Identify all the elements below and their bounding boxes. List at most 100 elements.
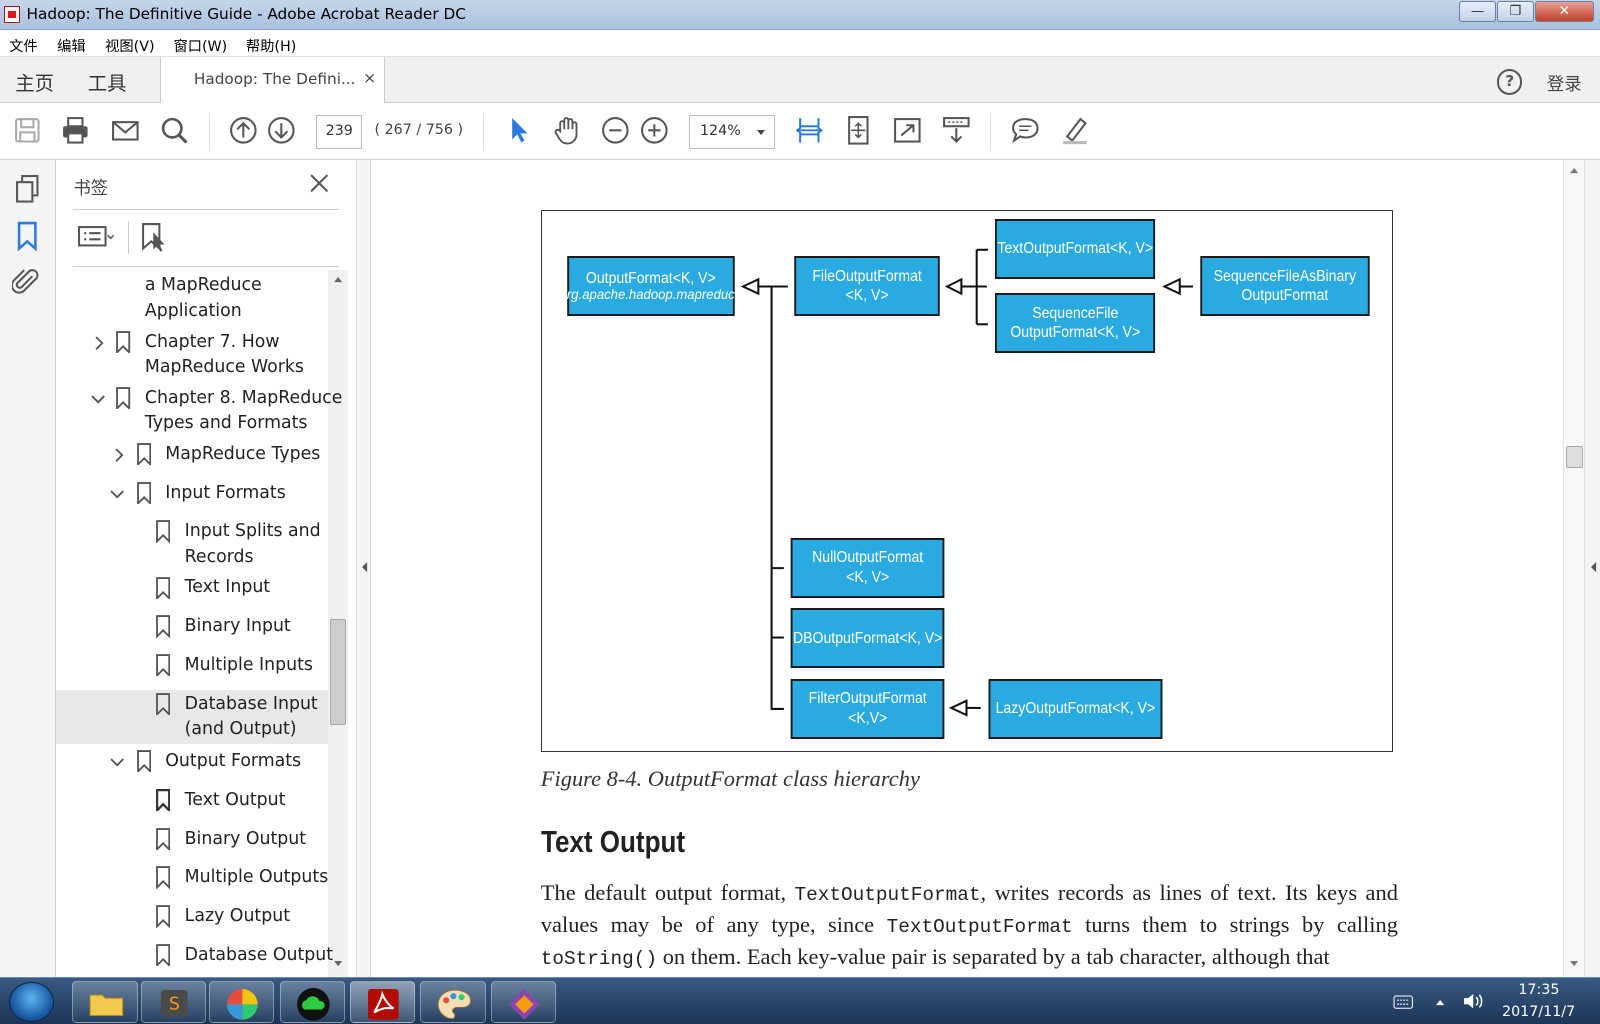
comment-icon[interactable]: [1009, 114, 1042, 147]
node-fileoutputformat: FileOutputFormat <K, V>: [794, 256, 940, 317]
highlight-pen-icon[interactable]: [1058, 114, 1091, 147]
taskbar-photos[interactable]: [209, 980, 275, 1024]
select-cursor-icon[interactable]: [502, 114, 535, 147]
taskbar-acrobat[interactable]: [349, 980, 416, 1024]
close-button[interactable]: ✕: [1534, 1, 1594, 23]
close-icon[interactable]: [308, 172, 330, 194]
start-button[interactable]: [9, 981, 55, 1023]
clock-time[interactable]: 17:35: [1518, 981, 1560, 998]
bookmark-item[interactable]: Input Formats: [56, 481, 327, 508]
bookmarks-panel: 书签 a MapReduce Application Chapter 7. Ho…: [56, 160, 357, 977]
bookmark-icon: [156, 866, 171, 889]
divider: [127, 221, 129, 255]
zoom-value: 124%: [699, 123, 741, 140]
bookmark-item[interactable]: Output Formats: [56, 749, 327, 776]
bookmark-item[interactable]: Binary Output: [56, 827, 327, 854]
taskbar-paint[interactable]: [420, 980, 486, 1024]
bookmark-item[interactable]: Text Input: [56, 575, 327, 602]
bookmark-icon: [116, 386, 131, 410]
bookmark-item[interactable]: MapReduce Types: [56, 442, 327, 469]
bookmarks-scrollbar[interactable]: [327, 270, 348, 977]
class-hierarchy-diagram: OutputFormat<K, V> org.apache.hadoop.map…: [540, 210, 1393, 752]
menu-view[interactable]: 视图(V): [105, 38, 155, 55]
panel-splitter[interactable]: [356, 160, 372, 977]
save-icon[interactable]: [11, 114, 44, 147]
volume-icon[interactable]: [1462, 991, 1484, 1011]
attachment-icon[interactable]: [12, 266, 41, 297]
collapse-left-icon[interactable]: [360, 561, 368, 573]
fit-width-icon[interactable]: [793, 114, 826, 147]
login-button[interactable]: 登录: [1546, 75, 1582, 96]
scroll-thumb[interactable]: [1566, 445, 1583, 469]
bookmark-item[interactable]: Text Output: [56, 788, 327, 815]
scroll-up-icon[interactable]: [1568, 166, 1580, 174]
page-number-input[interactable]: 239: [316, 115, 363, 149]
chevron-right-icon[interactable]: [92, 336, 106, 350]
hand-tool-icon[interactable]: [551, 114, 584, 147]
taskbar-vpn[interactable]: [490, 980, 557, 1024]
bookmark-item[interactable]: Binary Input: [56, 614, 327, 641]
menu-file[interactable]: 文件: [9, 38, 38, 55]
chevron-right-icon[interactable]: [112, 448, 126, 462]
bookmark-item-selected[interactable]: Database Input (and Output): [56, 689, 328, 744]
bookmark-icon: [156, 827, 171, 850]
document-scrollbar[interactable]: [1563, 160, 1584, 977]
bookmark-panel-icon[interactable]: [15, 221, 39, 252]
svg-text:S: S: [169, 994, 180, 1014]
search-icon[interactable]: [158, 114, 191, 147]
bookmark-item[interactable]: Chapter 8. MapReduce Types and Formats: [56, 386, 342, 437]
zoom-out-icon[interactable]: [599, 114, 632, 147]
minimize-button[interactable]: —: [1459, 1, 1496, 23]
bookmark-icon: [136, 442, 151, 466]
bookmark-item[interactable]: Multiple Outputs: [56, 865, 328, 892]
tab-tools[interactable]: 工具: [87, 72, 127, 96]
print-icon[interactable]: [59, 114, 92, 147]
bookmark-item[interactable]: a MapReduce Application: [144, 275, 262, 321]
menu-window[interactable]: 窗口(W): [173, 38, 228, 55]
bookmark-item[interactable]: Chapter 7. How MapReduce Works: [56, 330, 327, 381]
menu-help[interactable]: 帮助(H): [245, 38, 297, 55]
full-screen-icon[interactable]: [891, 114, 924, 147]
zoom-in-icon[interactable]: [638, 114, 671, 147]
scroll-mode-icon[interactable]: [940, 114, 973, 147]
document-view[interactable]: OutputFormat<K, V> org.apache.hadoop.map…: [371, 160, 1564, 977]
tab-document[interactable]: Hadoop: The Defini... ×: [160, 57, 385, 104]
bookmark-item[interactable]: Lazy Output: [56, 904, 327, 931]
section-heading: Text Output: [540, 825, 685, 860]
chevron-down-icon[interactable]: [91, 392, 105, 406]
scroll-down-icon[interactable]: [332, 960, 344, 968]
bookmark-icon: [156, 943, 171, 967]
zoom-select[interactable]: 124%: [688, 115, 776, 149]
bookmark-options-icon[interactable]: [77, 223, 116, 250]
fit-page-icon[interactable]: [842, 114, 875, 147]
right-pane-strip[interactable]: [1583, 160, 1600, 977]
node-lazyoutputformat: LazyOutputFormat<K, V>: [988, 678, 1162, 739]
keyboard-icon[interactable]: [1393, 995, 1413, 1009]
scroll-down-icon[interactable]: [1568, 960, 1580, 968]
bookmark-item[interactable]: Multiple Inputs: [56, 653, 327, 680]
new-bookmark-icon[interactable]: [140, 221, 169, 254]
previous-page-icon[interactable]: [227, 114, 260, 147]
chevron-down-icon[interactable]: [110, 755, 125, 769]
pages-icon[interactable]: [14, 174, 41, 205]
scroll-up-icon[interactable]: [332, 275, 344, 283]
bookmark-item[interactable]: Input Splits and Records: [56, 519, 327, 570]
next-page-icon[interactable]: [265, 114, 298, 147]
email-icon[interactable]: [109, 114, 142, 147]
chevron-down-icon[interactable]: [110, 487, 125, 501]
bookmark-icon: [136, 481, 151, 505]
tab-close-icon[interactable]: ×: [363, 69, 377, 88]
expand-right-pane-icon[interactable]: [1589, 561, 1597, 573]
tray-expand-icon[interactable]: [1434, 998, 1446, 1006]
clock-date[interactable]: 2017/11/7: [1502, 1004, 1576, 1021]
maximize-button[interactable]: ❐: [1496, 1, 1534, 23]
scroll-thumb[interactable]: [329, 619, 346, 726]
bookmark-item[interactable]: Database Output: [56, 943, 333, 970]
tab-home[interactable]: 主页: [15, 72, 55, 96]
taskbar-explorer[interactable]: [72, 980, 138, 1024]
help-icon[interactable]: ?: [1496, 69, 1523, 95]
taskbar-cloud[interactable]: [279, 980, 345, 1024]
node-nulloutputformat: NullOutputFormat <K, V>: [790, 537, 945, 598]
menu-edit[interactable]: 编辑: [57, 38, 86, 55]
taskbar-sublime[interactable]: S: [140, 980, 207, 1024]
